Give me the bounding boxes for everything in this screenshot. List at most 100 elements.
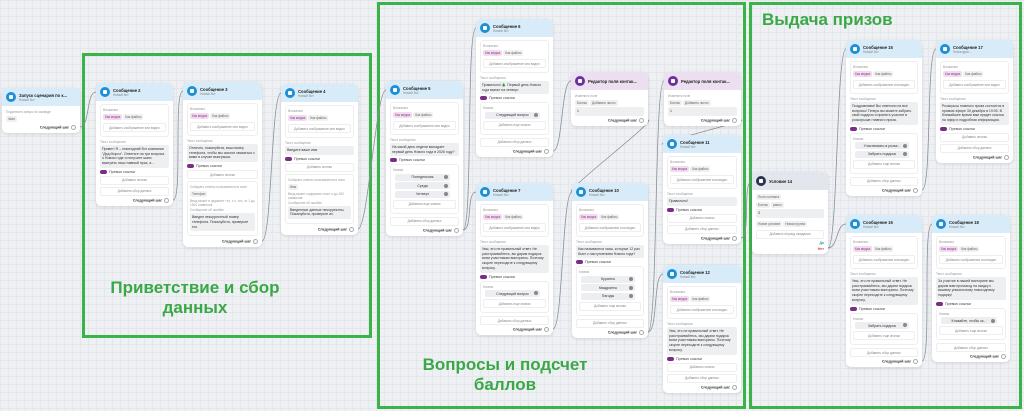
next-step-handle[interactable] (639, 329, 644, 335)
message-text[interactable]: Правильно! (667, 197, 737, 206)
next-step-handle[interactable] (1004, 154, 1009, 160)
next-step-handle[interactable] (732, 384, 737, 390)
message-text[interactable]: За участие в нашей викторине мы дарим ва… (936, 277, 1006, 300)
message-text[interactable]: Как называются часы, которые 12 раз бьют… (576, 245, 644, 259)
add-more-buttons[interactable]: Добавить еще кнопки (483, 299, 546, 309)
as-files-tab[interactable]: Как файлы (413, 112, 434, 118)
next-step-handle[interactable] (913, 359, 918, 365)
as-files-tab[interactable]: Как файлы (123, 114, 144, 120)
add-media-button[interactable]: Добавить изображение или видео (288, 124, 351, 133)
add-media-button[interactable]: Добавить изображение или видео (939, 255, 1003, 264)
link-preview-toggle[interactable]: Превью ссылки (100, 169, 169, 174)
toggle-switch[interactable] (667, 207, 674, 212)
add-media-button[interactable]: Добавить изображение или видео (579, 223, 641, 232)
as-media-tab[interactable]: Как медиа (483, 50, 503, 56)
add-media-button[interactable]: Добавить изображение или видео (103, 123, 166, 132)
as-media-tab[interactable]: Как медиа (939, 246, 959, 252)
add-data-button[interactable]: Добавить сбор данных (850, 348, 918, 358)
add-media-button[interactable]: Добавить изображение или видео (190, 122, 255, 131)
new-group-button[interactable]: Новая группа (783, 220, 808, 227)
next-step-handle[interactable] (71, 125, 76, 130)
link-preview-toggle[interactable]: Превью ссылки (390, 158, 459, 163)
reply-button[interactable]: Следующий вопрос (485, 290, 540, 298)
link-preview-toggle[interactable]: Превью ссылки (940, 126, 1009, 131)
add-media-button[interactable]: Добавить изображение или видео (393, 121, 456, 130)
node-header[interactable]: Редактор поля контак... (664, 72, 741, 90)
add-buttons-button[interactable]: Добавить кнопки (285, 162, 354, 172)
add-data-button[interactable]: Добавить сбор данных (667, 224, 737, 234)
add-more-buttons[interactable]: Добавить еще кнопки (853, 159, 915, 169)
message-text[interactable]: Розыгрыш главного приза состоится в прям… (940, 102, 1009, 125)
add-buttons-button[interactable]: Добавить кнопки (187, 170, 258, 180)
add-buttons-button[interactable]: Добавить кнопки (940, 132, 1009, 142)
field-chip[interactable]: Имя (288, 183, 299, 190)
next-step[interactable]: Следующий шаг (575, 117, 644, 123)
toggle-switch[interactable] (187, 164, 194, 169)
message-text[interactable]: Правильно! 🎄 Первый день Нового года вып… (480, 81, 549, 95)
next-step[interactable]: Следующий шаг (667, 384, 737, 390)
add-media-button[interactable]: Добавить изображение или видео (853, 80, 915, 89)
as-media-tab[interactable]: Как медиа (853, 246, 873, 252)
as-files-tab[interactable]: Как файлы (308, 115, 329, 121)
new-condition-button[interactable]: Новое условие (756, 220, 783, 227)
next-step-handle[interactable] (164, 197, 169, 203)
add-media-button[interactable]: Добавить изображение или видео (670, 305, 734, 314)
next-step[interactable]: Следующий шаг (187, 239, 258, 245)
next-step-handle[interactable] (913, 187, 918, 193)
next-step-handle[interactable] (732, 117, 737, 123)
as-media-tab[interactable]: Как медиа (190, 113, 210, 119)
add-buttons-button[interactable]: Добавить кнопки (100, 175, 169, 185)
next-step[interactable]: Следующий шаг (390, 227, 459, 233)
toggle-switch[interactable] (480, 96, 487, 101)
toggle-switch[interactable] (285, 156, 292, 161)
field-chip[interactable]: Баллы (575, 100, 589, 106)
message-text[interactable]: Увы, это не правильный ответ. Не расстра… (850, 277, 918, 305)
condition-chip[interactable]: Баллы (756, 202, 770, 208)
as-media-tab[interactable]: Как медиа (288, 115, 308, 121)
add-data-button[interactable]: Добавить сбор данных (576, 318, 644, 328)
add-buttons-button[interactable]: Добавить кнопки (667, 362, 737, 372)
link-preview-toggle[interactable]: Превью ссылки (480, 274, 549, 279)
link-preview-toggle[interactable]: Превью ссылки (480, 96, 549, 101)
next-step[interactable]: Следующий шаг (480, 148, 549, 154)
next-step-handle[interactable] (639, 117, 644, 123)
field-chip[interactable]: Поле контакта (756, 194, 782, 200)
node-header[interactable]: Условие 14 (752, 172, 828, 190)
value-input[interactable]: 1 (668, 107, 737, 116)
add-data-button[interactable]: Добавить сбор данных (940, 143, 1009, 153)
as-files-tab[interactable]: Как файлы (503, 50, 524, 56)
reply-button[interactable]: Следующий вопрос (485, 111, 540, 119)
next-step-handle[interactable] (732, 235, 737, 241)
reply-button[interactable]: Квадранты (581, 284, 635, 292)
next-step[interactable]: Следующий шаг (668, 117, 737, 123)
as-files-tab[interactable]: Как файлы (959, 246, 980, 252)
field-chip[interactable]: Добавить число (682, 100, 711, 106)
add-media-button[interactable]: Добавить изображение или видео (943, 80, 1006, 89)
error-text[interactable]: Введен некорректный номер телефона. Пожа… (190, 213, 255, 232)
condition-chip[interactable]: равно (770, 202, 784, 208)
reply-button[interactable]: Участвовать в розыг... (855, 142, 909, 150)
no-output[interactable]: Нет (817, 246, 824, 251)
add-media-button[interactable]: Добавить изображение или видео (670, 175, 734, 184)
next-step[interactable]: Следующий шаг (936, 354, 1006, 360)
as-media-tab[interactable]: Как медиа (670, 296, 690, 302)
reply-button[interactable]: Четверг (395, 190, 450, 198)
message-text[interactable]: Увы, это не правильный ответ. Не расстра… (480, 245, 549, 273)
message-text[interactable]: Увы, это не правильный ответ. Не расстра… (667, 327, 737, 355)
yes-output[interactable]: Да (819, 240, 824, 245)
next-step[interactable]: Следующий шаг (850, 359, 918, 365)
as-files-tab[interactable]: Как файлы (210, 113, 231, 119)
